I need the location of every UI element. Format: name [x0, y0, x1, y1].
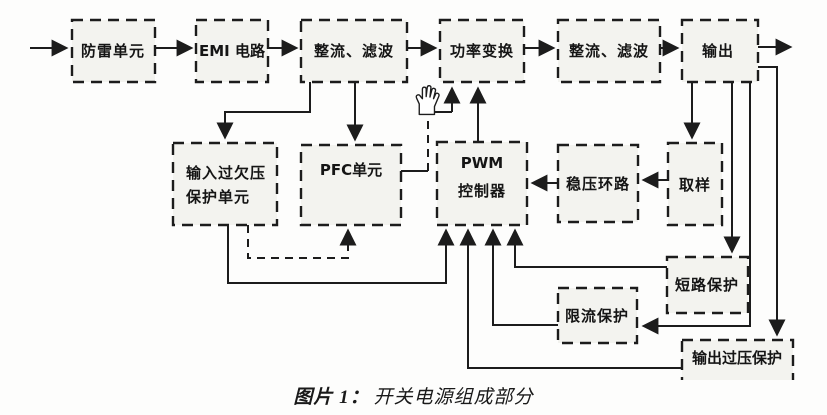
- block-pwm-label2: 控制器: [458, 182, 506, 200]
- figure-caption-title: 开关电源组成部分: [373, 387, 534, 408]
- figure-caption: 图片 1：开关电源组成部分: [0, 382, 827, 409]
- block-pwm-label1: PWM: [461, 154, 503, 172]
- block-rectify-filter-1: 整流、滤波: [299, 18, 409, 84]
- block-pfc-label: PFC单元: [320, 161, 382, 179]
- block-input-protect-label1: 输入过欠压: [186, 164, 266, 182]
- block-input-protect: 输入过欠压 保护单元: [171, 141, 279, 227]
- block-output: 输出: [680, 18, 760, 84]
- block-powerconvert-label: 功率变换: [450, 42, 514, 60]
- connector-input-protect-to-pfc: [247, 225, 357, 259]
- block-short-circuit-protect: 短路保护: [665, 255, 750, 315]
- connector-rectify1-to-input-protect: [216, 82, 311, 140]
- connector-output-ovp-to-pwm: [459, 228, 682, 369]
- block-emi-box: [194, 18, 270, 84]
- connector-output-to-current-limit: [641, 82, 751, 335]
- block-output-box: [680, 18, 760, 84]
- block-rectify1-label: 整流、滤波: [314, 42, 394, 60]
- block-emi-label: EMI 电路: [199, 42, 266, 60]
- block-output-overvoltage-protect: 输出过压保护: [680, 338, 795, 390]
- block-pwm-box: [435, 140, 529, 227]
- block-current-limit-label: 限流保护: [565, 307, 629, 325]
- block-current-limit-protect: 限流保护: [556, 286, 639, 345]
- block-pfc-box: [299, 143, 403, 227]
- block-rectify2-label: 整流、滤波: [569, 42, 649, 60]
- block-diagram-image[interactable]: 防雷单元 EMI 电路 整流、滤波 功率变换 整流、滤波 输出 输入过欠压 保护…: [0, 0, 827, 390]
- block-rectify-filter-2: 整流、滤波: [556, 18, 662, 84]
- block-short-protect-label: 短路保护: [675, 276, 739, 294]
- block-voltageloop-label: 稳压环路: [566, 175, 630, 193]
- figure-caption-number: 图片 1：: [293, 387, 370, 408]
- hand-cursor-icon: [415, 84, 440, 116]
- block-powerconvert-box: [438, 18, 526, 84]
- block-current-limit-box: [556, 286, 639, 345]
- block-pfc-unit: PFC单元: [299, 143, 403, 227]
- block-voltageloop-box: [556, 143, 640, 224]
- block-rectify2-box: [556, 18, 662, 84]
- block-emi-circuit: EMI 电路: [194, 18, 270, 84]
- connector-input-protect-to-pwm: [227, 225, 455, 284]
- connector-output-to-output-ovp: [758, 66, 786, 337]
- block-input-protect-label2: 保护单元: [185, 188, 250, 206]
- block-output-ovp-label: 输出过压保护: [692, 349, 782, 367]
- block-pwm-controller: PWM 控制器: [435, 140, 529, 227]
- block-input-protect-box: [171, 141, 279, 227]
- block-lightning-label: 防雷单元: [81, 42, 145, 60]
- block-output-label: 输出: [702, 42, 734, 60]
- block-voltage-loop: 稳压环路: [556, 143, 640, 224]
- connector-current-limit-to-pwm: [484, 228, 558, 326]
- connector-short-protect-to-pwm: [506, 228, 667, 268]
- block-lightning-box: [70, 18, 157, 84]
- block-short-protect-box: [665, 255, 750, 315]
- block-power-convert: 功率变换: [438, 18, 526, 84]
- block-sampling-label: 取样: [679, 176, 711, 194]
- block-lightning-protection: 防雷单元: [70, 18, 157, 84]
- block-sampling: 取样: [666, 141, 724, 227]
- block-sampling-box: [666, 141, 724, 227]
- block-rectify1-box: [299, 18, 409, 84]
